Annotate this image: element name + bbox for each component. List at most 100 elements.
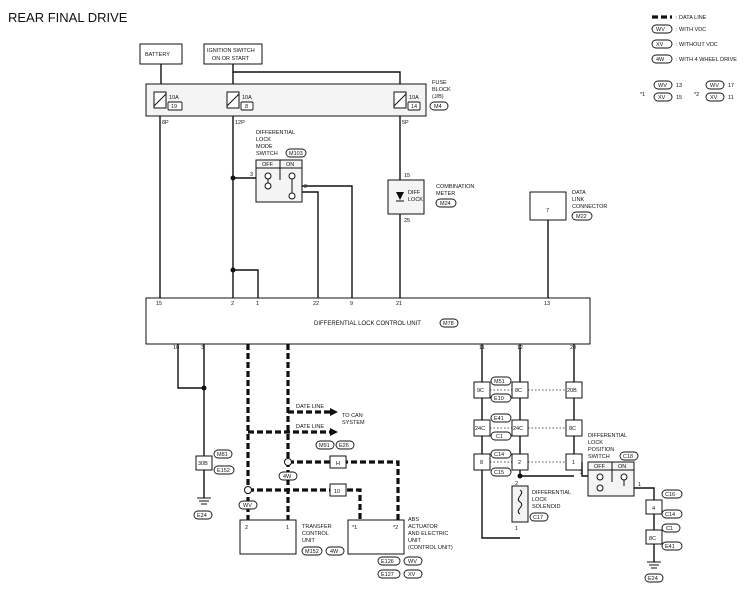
solenoid-pin-2: 2 [515, 481, 518, 487]
harness-conn-9c [473, 381, 491, 399]
gnd2-c4-pill [661, 541, 683, 551]
to-can-label-2: SYSTEM [342, 420, 365, 426]
unit-pin-3: 3 [201, 345, 204, 351]
legend-note2-marker: *2 [694, 92, 699, 98]
position-switch-label-2: LOCK [588, 440, 603, 446]
dlc-conn-pill [571, 211, 593, 221]
mode-switch-pin-2: 2 [304, 184, 307, 190]
ground-conn-m81: M81 [217, 452, 228, 458]
harness-conn-m51: M51 [494, 379, 505, 385]
position-switch-conn-pill [619, 451, 639, 461]
mode-switch-label-4: SWITCH [256, 151, 278, 157]
meter-label-2: METER [436, 191, 455, 197]
harness-conn-24c-a [473, 419, 491, 437]
legend: : DATA LINE WV : WITH VDC XV : WITHOUT V… [640, 15, 737, 102]
legend-xv-text: : WITHOUT VDC [676, 42, 718, 48]
abs-label-3: AND ELECTRIC [408, 531, 448, 537]
ground2-conn-e41: E41 [665, 544, 675, 550]
fuse-19-element [153, 93, 167, 107]
abs-conn-e126: E126 [381, 559, 394, 565]
solenoid-label-3: SOLENOID [532, 504, 560, 510]
harness-c2b-pill [490, 431, 512, 441]
ignition-feed-wire [232, 64, 401, 84]
meter-label-1: COMBINATION [436, 184, 474, 190]
fuse-8-element [226, 93, 240, 107]
gnd2-c1-pill [661, 489, 683, 499]
mode-switch-contact-1 [264, 172, 272, 180]
can-c1-pill [315, 440, 335, 450]
wire-ign-to-pin1 [233, 269, 259, 298]
legend-note2-xv-pill [705, 92, 725, 102]
fuse-14-num-box [407, 101, 421, 111]
unit-pin-22: 22 [313, 301, 319, 307]
abs-label-1: ABS [408, 517, 419, 523]
legend-wv-pill [651, 24, 673, 34]
harness-pin-1: 1 [572, 460, 575, 466]
harness-conn-2 [511, 453, 529, 471]
position-switch-label-4: SWITCH [588, 454, 610, 460]
can-connector-l [329, 483, 347, 497]
fuse-19-num-box [167, 101, 183, 111]
meter-lamp-label-1: DIFF [408, 190, 421, 196]
mode-switch-conn: M103 [289, 151, 303, 157]
can-connector-h [329, 455, 347, 469]
gnd2-c2-pill [661, 509, 683, 519]
transfer-conn: M152 [305, 549, 319, 555]
abs-xv-tag: XV [408, 572, 416, 578]
can-4w-tag: 4W [283, 474, 292, 480]
differential-lock-solenoid [511, 485, 529, 523]
solenoid-label-1: DIFFERENTIAL [532, 490, 571, 496]
harness-conn-8c-b [565, 419, 583, 437]
splice-node-solenoid [517, 473, 523, 479]
fuse-block-label-2: BLOCK [432, 87, 451, 93]
ignition-switch-label-2: ON OR START [212, 56, 250, 62]
unit-conn: M78 [443, 321, 454, 327]
harness-c1b-pill [490, 393, 512, 403]
position-switch-conn: C18 [623, 454, 633, 460]
fuse-8-amp: 10A [242, 95, 252, 101]
transfer-pin-2: 2 [245, 525, 248, 531]
data-link-connector-box [529, 191, 567, 221]
differential-lock-control-unit [145, 297, 591, 345]
solenoid-label-2: LOCK [532, 497, 547, 503]
legend-xv-code: XV [656, 42, 664, 48]
transfer-label-2: CONTROL [302, 531, 329, 537]
dlc-conn: M22 [576, 214, 587, 220]
legend-note2-xv-code: XV [710, 95, 718, 101]
harness-pin-24c-a: 24C [475, 426, 485, 432]
fuse-block [145, 83, 427, 117]
solenoid-coil-icon [517, 489, 523, 515]
ground-conn-e152: E152 [217, 468, 230, 474]
harness-pin-8c-b: 8C [569, 426, 576, 432]
position-switch-label-3: POSITION [588, 447, 614, 453]
position-switch-pin-1: 1 [638, 482, 641, 488]
harness-conn-20b [565, 381, 583, 399]
transfer-control-unit-box [239, 519, 297, 555]
legend-note1-xv: 15 [676, 95, 682, 101]
legend-note2-wv-code: WV [710, 83, 719, 89]
fuse-block-conn-pill [429, 101, 449, 111]
harness-c3b-pill [490, 467, 512, 477]
harness-conn-8 [473, 453, 491, 471]
can-h-to-abs [288, 460, 400, 520]
mode-switch-contact-4 [288, 192, 296, 200]
abs-c2-tag-pill [403, 569, 423, 579]
ground2-icon [647, 561, 661, 569]
unit-conn-pill [439, 318, 459, 328]
mode-switch-off: OFF [262, 162, 274, 168]
abs-wv-tag: WV [408, 559, 417, 565]
mode-switch-contact-2 [288, 172, 296, 180]
legend-note1-wv: 13 [676, 83, 682, 89]
mode-switch-on: ON [286, 162, 294, 168]
position-switch-off: OFF [594, 464, 606, 470]
can-conn-e26: E26 [339, 443, 349, 449]
legend-wv-code: WV [656, 27, 665, 33]
dlc-label-3: CONNECTOR [572, 204, 607, 210]
abs-actuator-box [347, 519, 405, 555]
harness-pin-9c: 9C [477, 388, 484, 394]
position-switch-contact-2 [620, 473, 628, 481]
ground2-conn-c1: C1 [666, 526, 673, 532]
harness-pin-20b: 20B [567, 388, 577, 394]
meter-pin-15: 15 [404, 173, 410, 179]
